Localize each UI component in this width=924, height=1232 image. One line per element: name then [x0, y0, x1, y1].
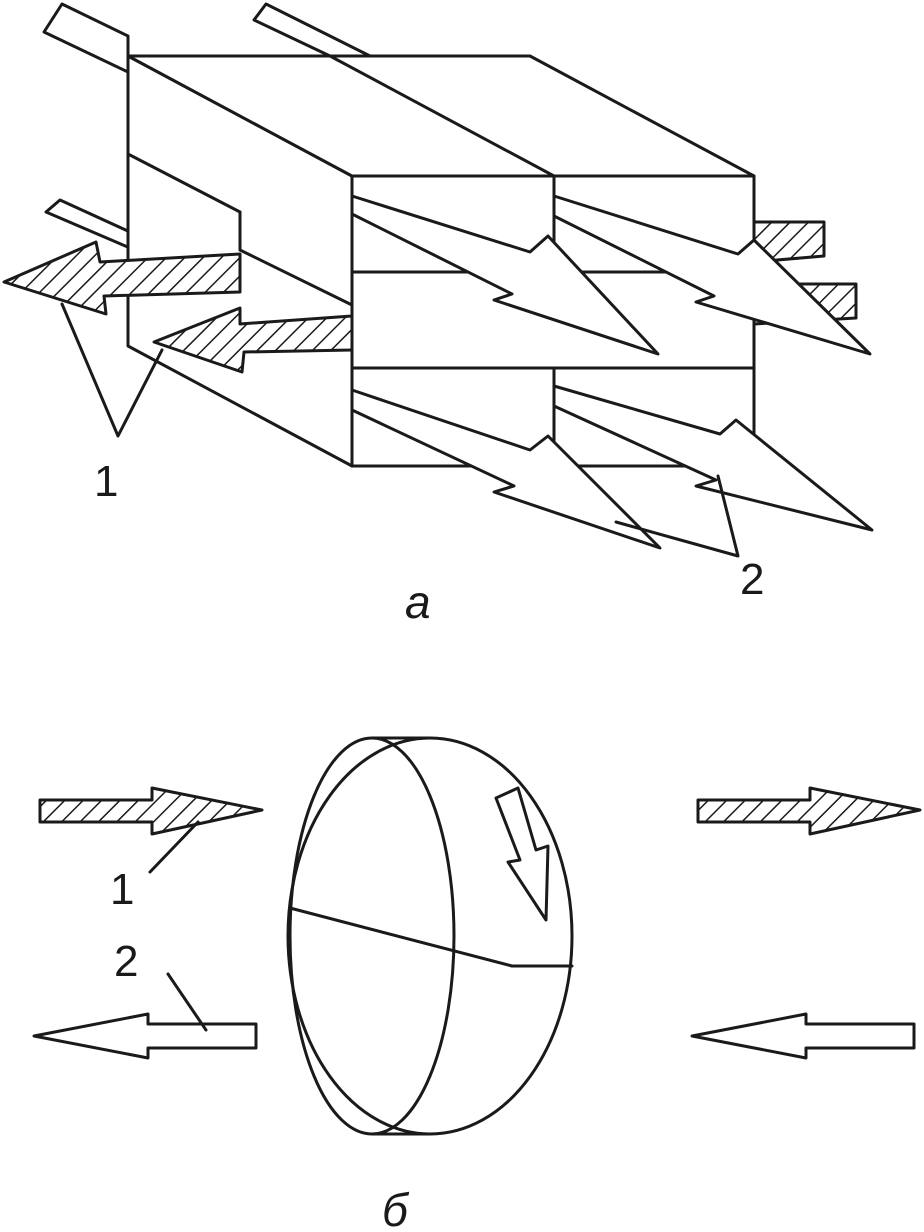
- white-arrow-2-icon: [552, 194, 872, 356]
- panel-b: [32, 736, 922, 1136]
- white-arrow-out-icon: [32, 1012, 258, 1060]
- caption-b: б: [382, 1184, 410, 1232]
- hatched-arrow-out-icon: [696, 786, 922, 836]
- callout-2-a: 2: [740, 555, 764, 604]
- callout-1-b: 1: [110, 865, 134, 914]
- hatched-arrow-upper-icon: [2, 240, 242, 316]
- white-arrow-1-icon: [350, 194, 660, 356]
- callout-1b-leader: [148, 820, 200, 874]
- top-bar-right: [252, 2, 372, 58]
- lower-bar-left: [44, 198, 132, 250]
- hatched-arrow-lower-icon: [152, 306, 354, 374]
- caption-a: а: [405, 576, 431, 628]
- callout-2-leader-a: [614, 474, 740, 558]
- white-arrow-4-icon: [552, 384, 874, 532]
- hatched-arrow-in-icon: [38, 786, 264, 836]
- top-bar-left: [42, 2, 130, 74]
- callout-1-leader-a: [60, 302, 164, 438]
- white-arrow-3-icon: [350, 388, 662, 550]
- panel-a: [2, 2, 874, 558]
- white-arrow-in-icon: [690, 1012, 916, 1060]
- callout-2-b: 2: [114, 937, 138, 986]
- callout-1-a: 1: [94, 457, 118, 506]
- callout-2b-leader: [166, 972, 208, 1032]
- rotation-arrow-icon: [494, 786, 550, 922]
